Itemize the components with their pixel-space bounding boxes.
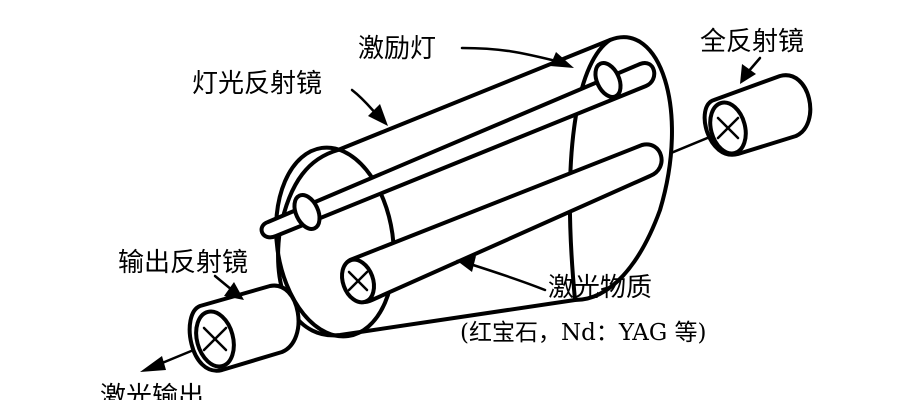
label-lamp-reflector: 灯光反射镜: [192, 69, 322, 99]
leader-flash-lamp: [460, 46, 574, 68]
leader-output-mirror: [213, 274, 244, 300]
label-laser-medium: 激光物质: [548, 273, 652, 303]
laser-output-arrow: [140, 356, 166, 372]
label-laser-output: 激光输出: [100, 382, 204, 400]
leader-laser-medium: [456, 256, 547, 292]
full-mirror: [702, 73, 813, 157]
label-output-mirror: 输出反射镜: [118, 248, 248, 278]
flash-lamp: [259, 61, 657, 240]
leader-lamp-reflector: [350, 88, 388, 126]
leader-full-mirror: [740, 56, 762, 84]
laser-rod: [340, 142, 664, 305]
output-mirror: [187, 283, 301, 373]
label-full-mirror: 全反射镜: [700, 27, 804, 57]
label-flash-lamp: 激励灯: [358, 34, 436, 64]
label-laser-medium-note: (红宝石，Nd：YAG 等): [460, 320, 707, 346]
